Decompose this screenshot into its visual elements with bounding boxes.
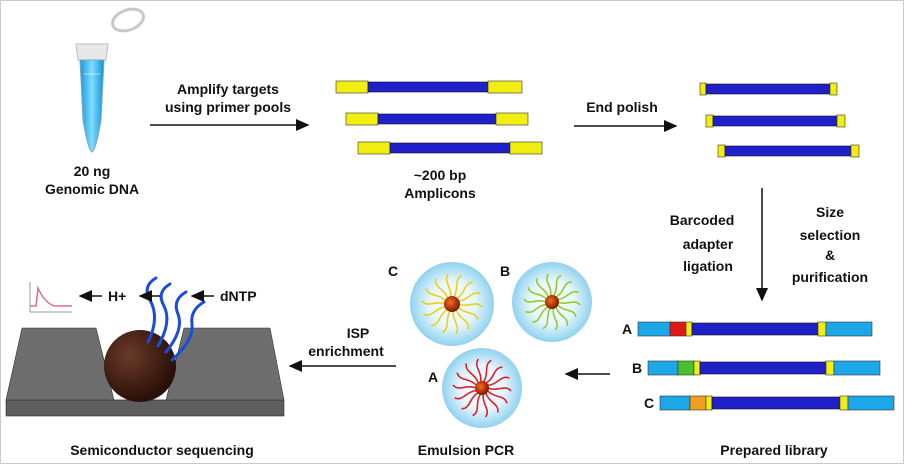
emulsion-bead-b (512, 262, 592, 342)
bead-strand (523, 298, 547, 303)
size-selection-line4: purification (792, 269, 868, 285)
barcoded-label-line2: adapter (683, 236, 734, 252)
bead-strand (482, 393, 489, 418)
bead-strand (452, 309, 459, 335)
bead-strand (465, 363, 480, 384)
bead-c-strands (421, 273, 483, 335)
bead-strand (525, 303, 547, 314)
bead-strand (423, 305, 447, 316)
ion-sphere-particle (104, 330, 176, 402)
size-selection-line3: & (825, 247, 835, 263)
barcoded-label-line1: Barcoded (670, 212, 735, 228)
size-selection-line2: selection (800, 227, 861, 243)
prepared-library-caption: Prepared library (720, 442, 828, 458)
bead-strand (456, 306, 479, 321)
bead-strand (430, 308, 449, 327)
bead-strand (461, 391, 479, 410)
emulsion-pcr-caption: Emulsion PCR (418, 442, 514, 458)
bead-strand (527, 286, 548, 300)
polished-fragments (699, 82, 860, 158)
bead-strand (487, 376, 510, 387)
library-fragment-c: C (644, 395, 895, 411)
bead-strand (557, 301, 581, 306)
bead-strand (454, 389, 477, 400)
library-label-a: A (622, 321, 632, 337)
bead-strand (457, 292, 481, 303)
bead-strand (472, 393, 482, 417)
size-selection-line1: Size (816, 204, 844, 220)
ph-signal-plot (29, 282, 72, 313)
emulsion-bead-a (442, 348, 522, 428)
h-plus-label: H+ (108, 288, 126, 304)
bead-strand (421, 300, 447, 305)
amplicon-3 (357, 141, 543, 155)
bead-strand (556, 304, 577, 318)
bead-strand (552, 307, 558, 331)
bead-strand (557, 290, 579, 301)
bead-strand (445, 273, 452, 299)
dntp-label: dNTP (220, 288, 257, 304)
bead-strand (452, 384, 477, 389)
isp-label-line2: enrichment (308, 343, 384, 359)
semiconductor-sequencing-caption: Semiconductor sequencing (70, 442, 254, 458)
bead-strand (457, 303, 483, 308)
bead-strand (434, 278, 450, 300)
bead-strand (552, 274, 562, 297)
end-polish-label: End polish (586, 99, 658, 115)
bead-label-a: A (428, 369, 438, 385)
isp-label-line1: ISP (347, 325, 370, 341)
microcentrifuge-tube (75, 7, 145, 153)
amplicon-2 (345, 112, 529, 126)
polished-fragment-2 (705, 114, 846, 128)
bead-strand (532, 305, 549, 323)
bead-strand (486, 390, 508, 404)
bead-strand (555, 281, 572, 299)
bead-b-strands (523, 273, 581, 331)
bead-strand (456, 372, 478, 386)
bead-strand (535, 278, 550, 298)
amplicons-text: Amplicons (404, 185, 476, 201)
bead-strand (554, 306, 569, 326)
library-label-b: B (632, 360, 642, 376)
amplicon-size-text: ~200 bp (414, 167, 467, 183)
bead-strand (475, 358, 482, 383)
bead-strand (484, 392, 499, 413)
library-label-c: C (644, 395, 654, 411)
library-fragment-a: A (622, 321, 873, 337)
bead-strand (425, 287, 448, 302)
bead-strand (455, 281, 474, 300)
amplify-label-line2: using primer pools (165, 99, 291, 115)
amplify-label-line1: Amplify targets (177, 81, 279, 97)
library-fragment-b: B (632, 360, 881, 376)
polished-fragment-3 (717, 144, 860, 158)
bead-strand (546, 273, 552, 297)
emulsion-bead-c (410, 262, 494, 346)
amplicon-group (335, 80, 543, 155)
bead-strand (441, 309, 452, 334)
semiconductor-chip (5, 327, 285, 417)
barcoded-label-line3: ligation (683, 258, 733, 274)
input-genomic-dna-text: Genomic DNA (45, 181, 139, 197)
bead-label-b: B (500, 263, 510, 279)
input-amount-text: 20 ng (74, 163, 111, 179)
amplicon-1 (335, 80, 523, 94)
bead-strand (454, 308, 470, 330)
bead-strand (485, 366, 503, 385)
bead-label-c: C (388, 263, 398, 279)
bead-a-strands (452, 358, 512, 418)
bead-strand (542, 307, 552, 330)
bead-strand (487, 387, 512, 392)
bead-strand (482, 359, 492, 383)
polished-fragment-1 (699, 82, 838, 96)
bead-strand (452, 274, 463, 299)
